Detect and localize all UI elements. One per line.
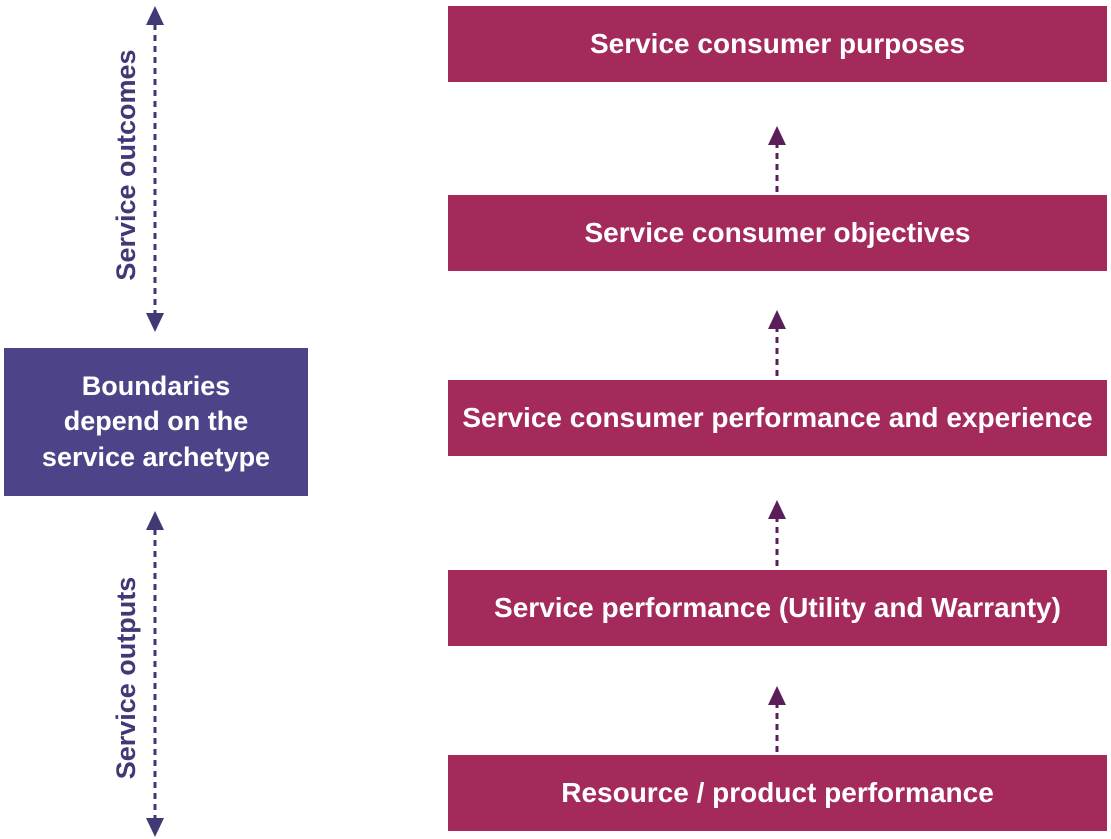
boundaries-box-line3: service archetype (41, 441, 271, 472)
service-outcomes-double-arrow-icon (146, 6, 164, 332)
boundaries-box-line1: Boundaries (81, 371, 231, 402)
box-resource-product-performance: Resource / product performance (448, 755, 1107, 831)
service-outcomes-label: Service outcomes (111, 49, 141, 281)
service-outputs-label: Service outputs (111, 576, 141, 780)
up-arrow-icon (768, 500, 786, 566)
up-arrow-icon (768, 686, 786, 752)
box-service-performance-utility-warranty: Service performance (Utility and Warrant… (448, 570, 1107, 646)
up-arrow-icon (768, 126, 786, 192)
boundaries-box-line2: depend on the (63, 406, 249, 437)
box-service-consumer-purposes: Service consumer purposes (448, 6, 1107, 82)
box-service-consumer-objectives: Service consumer objectives (448, 195, 1107, 271)
boundaries-box: Boundaries depend on the service archety… (4, 348, 308, 496)
box-service-consumer-performance-experience: Service consumer performance and experie… (448, 380, 1107, 456)
service-outputs-double-arrow-icon (146, 511, 164, 837)
up-arrow-icon (768, 310, 786, 376)
